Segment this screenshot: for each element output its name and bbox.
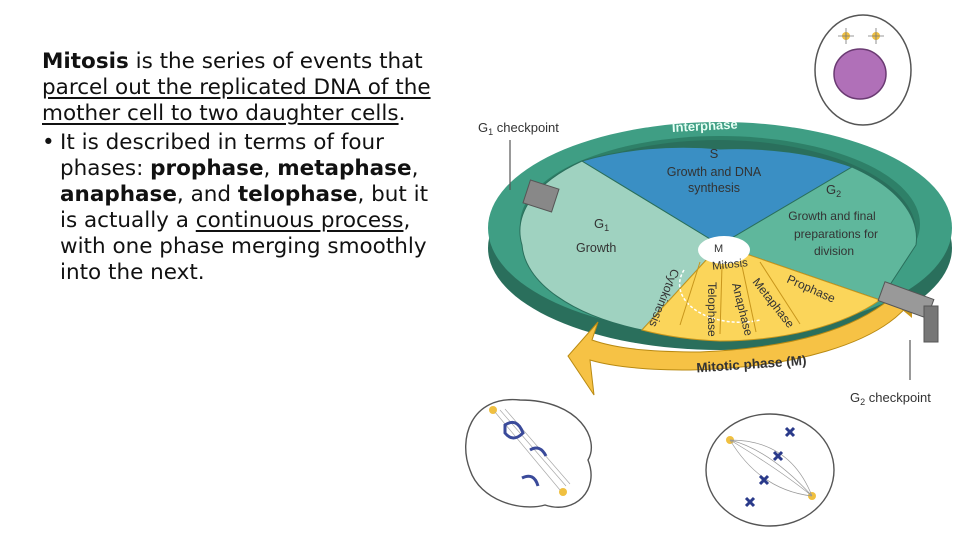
bullet-intro: It is described in terms of four phases: <box>60 130 384 181</box>
bullet-end: , with one phase merging smoothly into t… <box>60 208 427 285</box>
intro-period: . <box>398 101 406 126</box>
g2-checkpoint-label: G2 checkpoint <box>850 390 931 407</box>
separator: , <box>263 156 278 181</box>
metaphase-cell-illustration <box>705 413 835 527</box>
interphase-cell-illustration <box>814 14 912 126</box>
bullet-middle: , but it is actually a <box>60 182 429 233</box>
mitosis-label: Mitosis <box>712 257 749 273</box>
s-phase-title: S <box>710 146 719 161</box>
telophase-label: Telophase <box>705 282 719 337</box>
g1-checkpoint-marker <box>509 140 560 213</box>
term-anaphase: anaphase <box>60 182 177 207</box>
term-prophase: prophase <box>150 156 264 181</box>
term-continuous-process: continuous process <box>195 208 404 233</box>
term-telophase: telophase <box>237 182 358 207</box>
g1-checkpoint-label: G1 checkpoint <box>478 120 559 137</box>
bullet-symbol: • <box>42 130 55 155</box>
intro-paragraph: Mitosis is the series of events that par… <box>42 49 452 127</box>
bullet-item: • It is described in terms of four phase… <box>42 130 452 286</box>
s-phase-line2: synthesis <box>688 181 740 195</box>
g1-phase-title: G1 <box>594 216 609 233</box>
m-hub-label: M <box>714 243 723 255</box>
g2-phase-line3: division <box>814 244 854 258</box>
separator: , and <box>176 182 238 207</box>
slide-text-block: Mitosis is the series of events that par… <box>42 49 452 286</box>
separator: , <box>411 156 419 181</box>
cycle-disc <box>519 146 917 342</box>
s-phase-line1: Growth and DNA <box>667 165 762 179</box>
dividing-cell-illustration <box>465 399 592 508</box>
g2-checkpoint-marker <box>877 281 939 380</box>
term-metaphase: metaphase <box>277 156 412 181</box>
bullet-text: It is described in terms of four phases:… <box>60 130 452 286</box>
g1-phase-growth: Growth <box>576 241 616 255</box>
term-mitosis: Mitosis <box>42 49 129 74</box>
cell-cycle-diagram: G1 checkpoint Interphase S Growth and DN… <box>465 14 952 527</box>
intro-underlined-text: parcel out the replicated DNA of the mot… <box>42 75 431 126</box>
g2-phase-line2: preparations for <box>794 227 878 241</box>
interphase-label: Interphase <box>672 117 738 135</box>
intro-text: is the series of events that <box>128 49 423 74</box>
g2-phase-line1: Growth and final <box>788 209 875 223</box>
g2-phase-title: G2 <box>826 182 841 199</box>
